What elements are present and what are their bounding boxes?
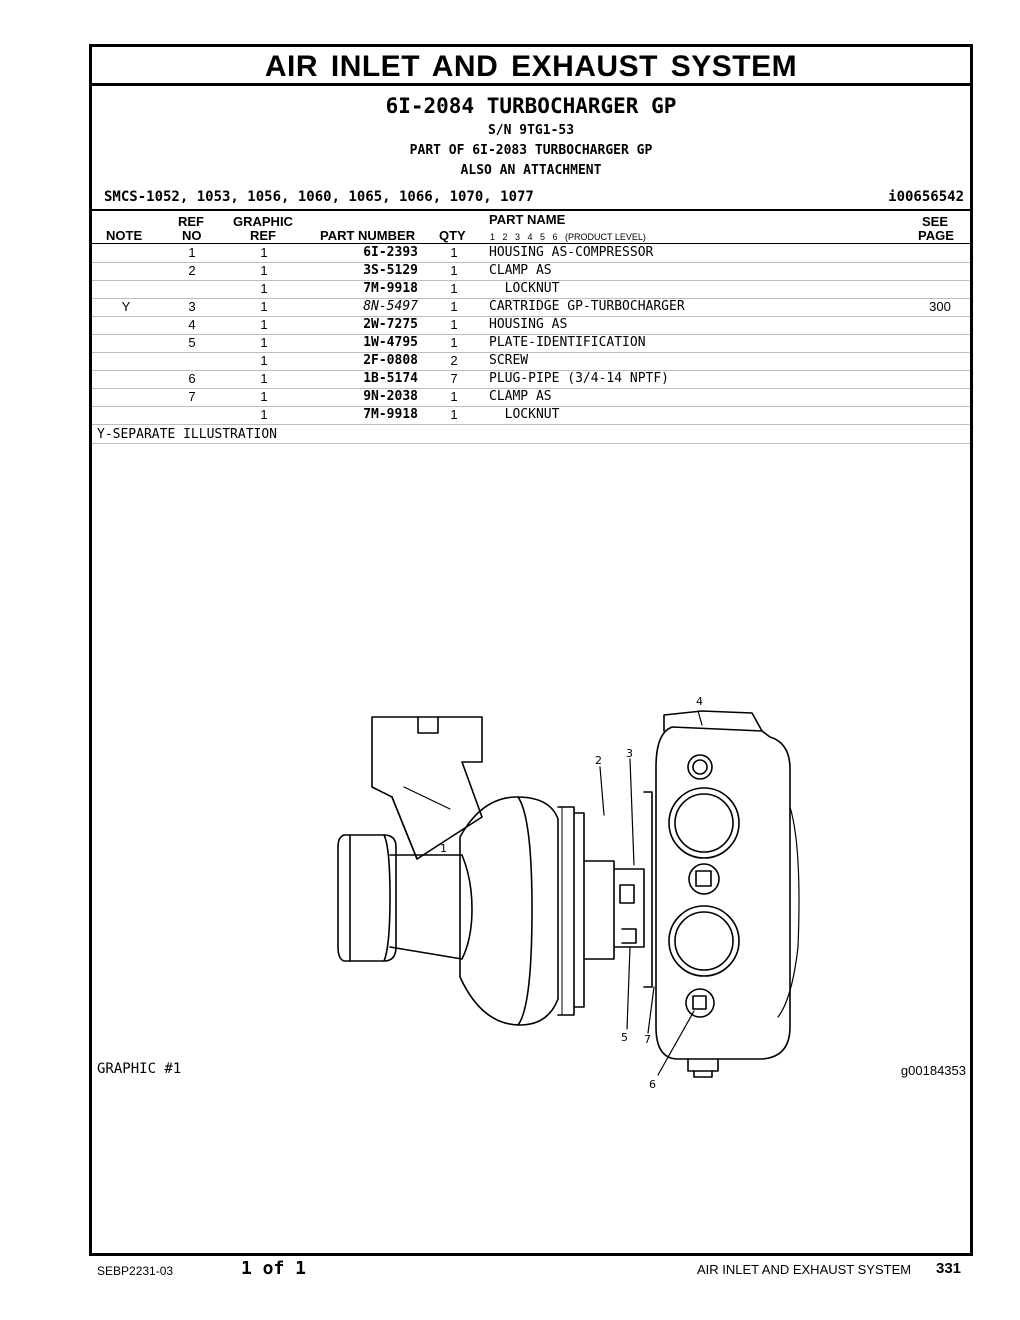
footnote-row: Y-SEPARATE ILLUSTRATION	[92, 425, 970, 444]
cell-note: Y	[121, 299, 131, 314]
cell-graphic-ref: 1	[260, 335, 268, 350]
cell-part-name: HOUSING AS	[489, 317, 568, 332]
cell-ref: 6	[188, 371, 196, 386]
cell-part-name: CLAMP AS	[489, 389, 552, 404]
graphic-label: GRAPHIC #1	[97, 1061, 182, 1077]
cell-qty: 1	[450, 389, 458, 404]
table-row: 1 7M-9918 1 LOCKNUT	[92, 280, 970, 299]
cell-part-number: 2W-7275	[363, 317, 418, 332]
callout-5: 5	[621, 1031, 628, 1044]
footnote-text: Y-SEPARATE ILLUSTRATION	[97, 427, 278, 442]
cell-part-name: LOCKNUT	[489, 281, 560, 296]
page-frame: AIR INLET AND EXHAUST SYSTEM 6I-2084 TUR…	[89, 44, 973, 1256]
cell-part-name: PLATE-IDENTIFICATION	[489, 335, 646, 350]
cell-qty: 1	[450, 263, 458, 278]
graphic-id: g00184353	[900, 1063, 966, 1078]
cell-ref: 1	[188, 245, 196, 260]
table-header-divider	[92, 243, 970, 244]
cell-see-page: 300	[929, 299, 951, 314]
cell-graphic-ref: 1	[260, 245, 268, 260]
illustration-id: i00656542	[888, 189, 964, 205]
cell-part-number: 8N-5497	[363, 299, 418, 314]
callout-4: 4	[696, 695, 703, 708]
cell-ref: 3	[188, 299, 196, 314]
cell-part-number: 3S-5129	[363, 263, 418, 278]
col-graphic-bottom: REF	[250, 228, 276, 243]
table-row: 6 1 1B-5174 7 PLUG-PIPE (3/4-14 NPTF)	[92, 370, 970, 389]
table-row: Y 3 1 8N-5497 1 CARTRIDGE GP-TURBOCHARGE…	[92, 298, 970, 317]
table-row: 5 1 1W-4795 1 PLATE-IDENTIFICATION	[92, 334, 970, 353]
cell-part-number: 7M-9918	[363, 281, 418, 296]
cell-graphic-ref: 1	[260, 407, 268, 422]
col-graphic-top: GRAPHIC	[233, 214, 293, 229]
footer-page-number: 331	[936, 1260, 962, 1277]
col-see-top: SEE	[922, 214, 949, 229]
cell-part-name: SCREW	[489, 353, 529, 368]
col-qty: QTY	[439, 228, 466, 243]
cell-graphic-ref: 1	[260, 389, 268, 404]
cell-graphic-ref: 1	[260, 299, 268, 314]
cell-qty: 1	[450, 245, 458, 260]
table-row: 7 1 9N-2038 1 CLAMP AS	[92, 388, 970, 407]
cell-graphic-ref: 1	[260, 281, 268, 296]
cell-part-name: LOCKNUT	[489, 407, 560, 422]
cell-graphic-ref: 1	[260, 371, 268, 386]
callout-1: 1	[440, 842, 447, 855]
serial-number: S/N 9TG1-53	[487, 123, 575, 138]
footer-page-of: 1 of 1	[241, 1258, 307, 1279]
footer-doc-number: SEBP2231-03	[97, 1264, 174, 1278]
col-see-bottom: PAGE	[918, 228, 954, 243]
smcs-codes: SMCS-1052, 1053, 1056, 1060, 1065, 1066,…	[104, 189, 534, 205]
col-ref-top: REF	[178, 214, 204, 229]
cell-part-name: HOUSING AS-COMPRESSOR	[489, 245, 654, 260]
turbocharger-drawing: 1 2 3 4 5 6 7	[337, 695, 800, 1091]
callout-7: 7	[644, 1033, 651, 1046]
cell-part-name: CARTRIDGE GP-TURBOCHARGER	[489, 299, 685, 314]
table-row: 1 7M-9918 1 LOCKNUT	[92, 406, 970, 425]
col-ref-bottom: NO	[182, 228, 202, 243]
cell-ref: 7	[188, 389, 196, 404]
cell-part-name: PLUG-PIPE (3/4-14 NPTF)	[489, 371, 670, 386]
cell-qty: 1	[450, 335, 458, 350]
cell-part-number: 1W-4795	[363, 335, 418, 350]
cell-qty: 7	[450, 371, 458, 386]
cell-part-number: 6I-2393	[363, 245, 418, 260]
cell-ref: 5	[188, 335, 196, 350]
cell-graphic-ref: 1	[260, 353, 268, 368]
table-row: 4 1 2W-7275 1 HOUSING AS	[92, 316, 970, 335]
col-note: NOTE	[106, 228, 143, 243]
cell-part-number: 2F-0808	[363, 353, 418, 368]
cell-part-name: CLAMP AS	[489, 263, 552, 278]
cell-part-number: 1B-5174	[363, 371, 418, 386]
footer-section: AIR INLET AND EXHAUST SYSTEM	[697, 1262, 912, 1277]
cell-ref: 4	[188, 317, 196, 332]
cell-graphic-ref: 1	[260, 263, 268, 278]
table-row: 2 1 3S-5129 1 CLAMP AS	[92, 262, 970, 281]
cell-part-number: 7M-9918	[363, 407, 418, 422]
section-title: AIR INLET AND EXHAUST SYSTEM	[264, 50, 798, 83]
cell-qty: 1	[450, 407, 458, 422]
callout-6: 6	[649, 1078, 656, 1091]
table-row: 1 1 6I-2393 1 HOUSING AS-COMPRESSOR	[92, 244, 970, 263]
smcs-row: SMCS-1052, 1053, 1056, 1060, 1065, 1066,…	[92, 187, 970, 211]
callout-2: 2	[595, 754, 602, 767]
col-part-number: PART NUMBER	[320, 228, 416, 243]
group-title: 6I-2084 TURBOCHARGER GP	[385, 94, 677, 118]
cell-part-number: 9N-2038	[363, 389, 418, 404]
cell-qty: 1	[450, 299, 458, 314]
cell-graphic-ref: 1	[260, 317, 268, 332]
col-product-level: 1 2 3 4 5 6 (PRODUCT LEVEL)	[490, 232, 646, 242]
part-of-line: PART OF 6I-2083 TURBOCHARGER GP	[409, 143, 653, 158]
cell-qty: 1	[450, 281, 458, 296]
section-title-bar: AIR INLET AND EXHAUST SYSTEM	[92, 47, 970, 86]
cell-ref: 2	[188, 263, 196, 278]
cell-qty: 1	[450, 317, 458, 332]
callout-3: 3	[626, 747, 633, 760]
table-row: 1 2F-0808 2 SCREW	[92, 352, 970, 371]
attachment-line: ALSO AN ATTACHMENT	[460, 163, 602, 178]
col-part-name: PART NAME	[489, 212, 566, 227]
cell-qty: 2	[450, 353, 458, 368]
